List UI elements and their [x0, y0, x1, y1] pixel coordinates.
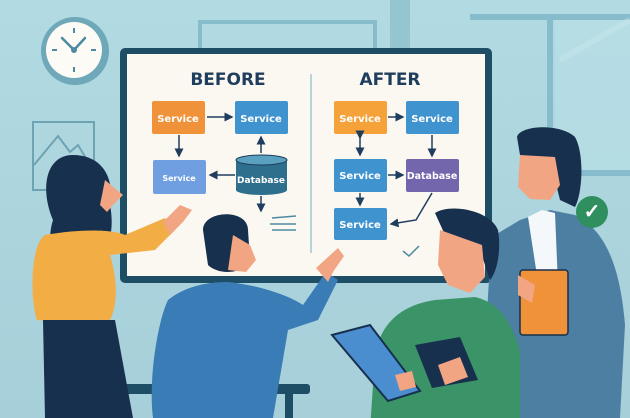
before-service-2: Service	[240, 114, 282, 125]
before-title: BEFORE	[190, 70, 265, 90]
before-service-1: Service	[157, 114, 199, 125]
before-service-3: Service	[162, 174, 196, 183]
after-title: AFTER	[359, 70, 420, 90]
person-man-suit	[486, 127, 625, 418]
before-database-icon	[235, 154, 288, 195]
person-woman-yellow-sweater	[32, 155, 192, 418]
after-service-4: Service	[339, 220, 381, 231]
after-database: Database	[407, 171, 458, 182]
person-man-blue-shirt	[151, 214, 344, 418]
wall-clock-icon	[41, 17, 109, 85]
after-service-1: Service	[339, 114, 381, 125]
after-service-3: Service	[339, 171, 381, 182]
architecture-diagram: BEFORE AFTER Service Service Service Dat…	[152, 70, 459, 258]
before-database: Database	[237, 176, 285, 186]
checkmark-badge-icon: ✓	[576, 196, 608, 228]
person-man-green-sweater	[330, 208, 520, 418]
after-service-2: Service	[411, 114, 453, 125]
